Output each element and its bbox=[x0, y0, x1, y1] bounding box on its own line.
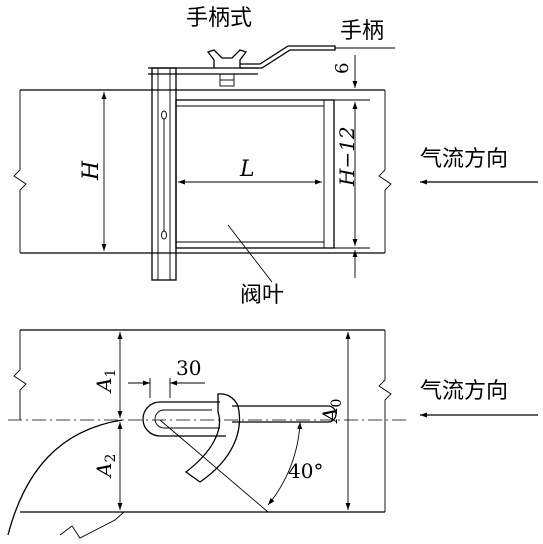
dim-angle: 40° bbox=[288, 459, 323, 483]
rivet-top bbox=[161, 110, 167, 120]
label-blade: 阀叶 bbox=[240, 283, 284, 308]
wing-nut bbox=[206, 49, 248, 68]
label-handle: 手柄 bbox=[340, 19, 384, 44]
dim-H: H bbox=[79, 160, 104, 181]
handle-rod bbox=[232, 405, 337, 423]
handle-lever bbox=[240, 45, 336, 69]
label-handle-type: 手柄式 bbox=[186, 6, 252, 31]
label-airflow-top: 气流方向 bbox=[420, 147, 508, 172]
elbow-curve bbox=[7, 419, 123, 536]
dim-H-minus-12: H−12 bbox=[335, 126, 359, 187]
dim-A2: A2 bbox=[92, 454, 119, 479]
leader-blade bbox=[227, 224, 273, 283]
bottom-view: A1 A2 A0 30 40° 气流方向 bbox=[7, 329, 538, 539]
top-view: H L 6 H−12 手柄式 手柄 阀叶 气流方向 bbox=[13, 6, 538, 308]
label-airflow-bottom: 气流方向 bbox=[420, 379, 508, 404]
dim-6: 6 bbox=[332, 63, 353, 74]
break-line-left bbox=[13, 90, 27, 253]
blade-arm bbox=[184, 393, 241, 483]
dim-A0: A0 bbox=[318, 399, 345, 424]
angle-line bbox=[159, 419, 269, 513]
handle-grip bbox=[142, 401, 226, 437]
dim-A1: A1 bbox=[92, 369, 119, 394]
break-line-right-2 bbox=[378, 330, 392, 512]
dim-L: L bbox=[239, 157, 255, 182]
angle-arc bbox=[267, 421, 303, 506]
damper-blade bbox=[175, 99, 335, 249]
break-line-right bbox=[378, 90, 392, 253]
rivet-bottom bbox=[161, 230, 167, 240]
dim-30: 30 bbox=[176, 356, 201, 380]
break-line-left-2 bbox=[13, 330, 27, 420]
